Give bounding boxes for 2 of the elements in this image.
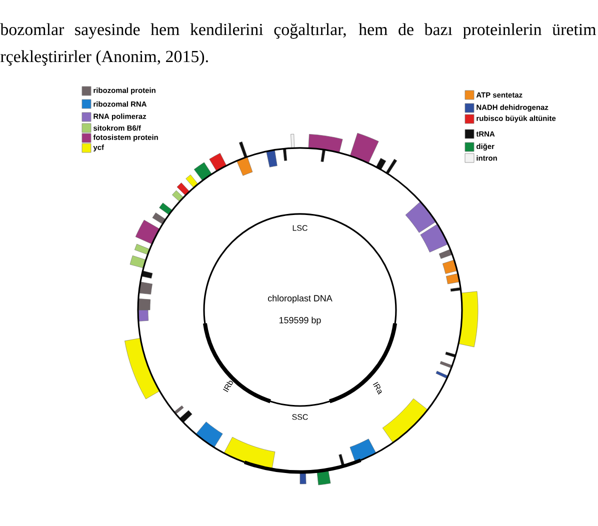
paragraph-line: bozomlar sayesinde hem kendilerini çoğaltırlar, hem de bazı proteinlerin üretim	[0, 23, 596, 39]
paragraph-line: rçekleştirirler (Anonim, 2015).	[0, 50, 208, 66]
